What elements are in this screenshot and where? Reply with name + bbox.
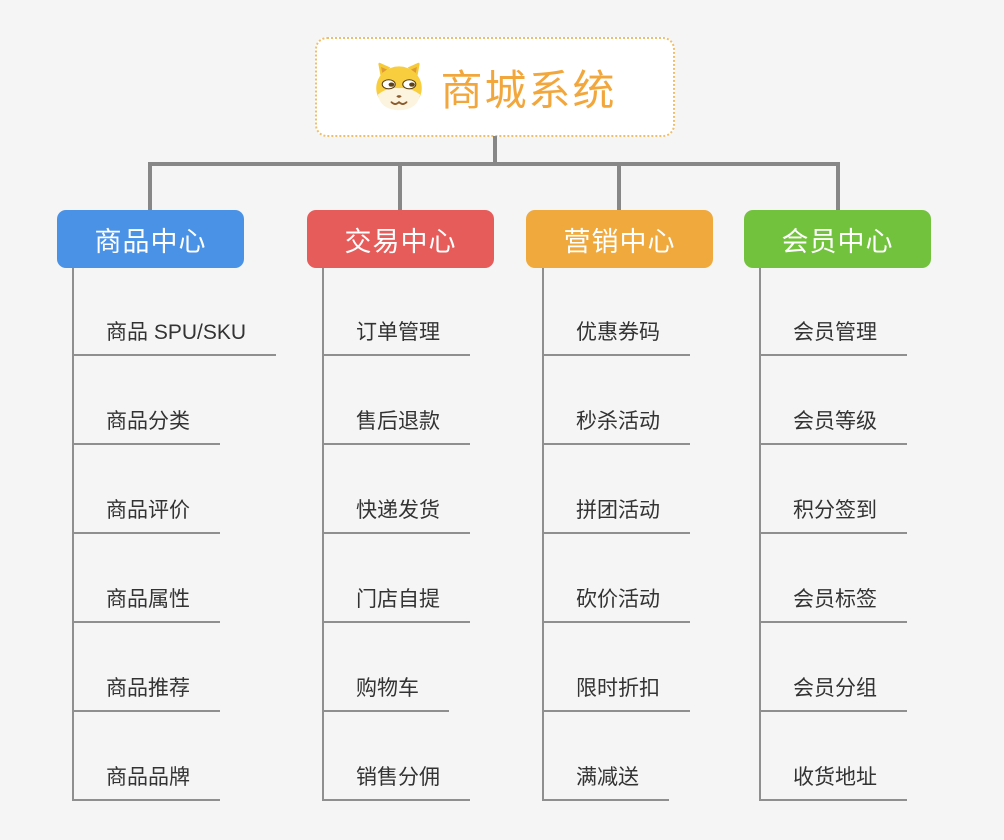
connector-drop-trade — [398, 165, 402, 210]
dog-icon — [376, 62, 423, 111]
leaf-product-review[interactable]: 商品评价 — [72, 492, 220, 534]
leaf-sales-commission[interactable]: 销售分佣 — [322, 759, 470, 801]
leaf-group-buy[interactable]: 拼团活动 — [542, 492, 690, 534]
leaf-points-checkin[interactable]: 积分签到 — [759, 492, 907, 534]
leaf-store-pickup[interactable]: 门店自提 — [322, 581, 470, 623]
leaf-member-group[interactable]: 会员分组 — [759, 670, 907, 712]
leaf-product-recommend[interactable]: 商品推荐 — [72, 670, 220, 712]
connector-drop-member — [836, 165, 840, 210]
connector-drop-product — [148, 165, 152, 210]
leaf-product-category[interactable]: 商品分类 — [72, 403, 220, 445]
leaf-product-attribute[interactable]: 商品属性 — [72, 581, 220, 623]
leaf-shipping-address[interactable]: 收货地址 — [759, 759, 907, 801]
connector-root-trunk — [493, 136, 497, 163]
leaf-order-management[interactable]: 订单管理 — [322, 314, 470, 356]
connector-trunk-product — [72, 268, 74, 801]
leaf-product-brand[interactable]: 商品品牌 — [72, 759, 220, 801]
leaf-after-sales-refund[interactable]: 售后退款 — [322, 403, 470, 445]
leaf-coupon-code[interactable]: 优惠券码 — [542, 314, 690, 356]
root-node[interactable]: 商城系统 — [315, 37, 675, 137]
leaf-member-tag[interactable]: 会员标签 — [759, 581, 907, 623]
leaf-limited-discount[interactable]: 限时折扣 — [542, 670, 690, 712]
connector-drop-marketing — [617, 165, 621, 210]
branch-trade-center[interactable]: 交易中心 — [307, 210, 494, 268]
connector-horizontal-bus — [148, 162, 840, 166]
leaf-shopping-cart[interactable]: 购物车 — [322, 670, 449, 712]
branch-member-center[interactable]: 会员中心 — [744, 210, 931, 268]
leaf-product-spu-sku[interactable]: 商品 SPU/SKU — [72, 314, 277, 356]
connector-trunk-trade — [322, 268, 324, 801]
leaf-express-delivery[interactable]: 快递发货 — [322, 492, 470, 534]
connector-trunk-marketing — [542, 268, 544, 801]
leaf-member-management[interactable]: 会员管理 — [759, 314, 907, 356]
root-title: 商城系统 — [440, 66, 617, 114]
branch-marketing-center[interactable]: 营销中心 — [526, 210, 713, 268]
leaf-bargain-activity[interactable]: 砍价活动 — [542, 581, 690, 623]
leaf-member-level[interactable]: 会员等级 — [759, 403, 907, 445]
leaf-flash-sale[interactable]: 秒杀活动 — [542, 403, 690, 445]
leaf-full-reduction[interactable]: 满减送 — [542, 759, 669, 801]
branch-product-center[interactable]: 商品中心 — [57, 210, 244, 268]
connector-trunk-member — [759, 268, 761, 801]
